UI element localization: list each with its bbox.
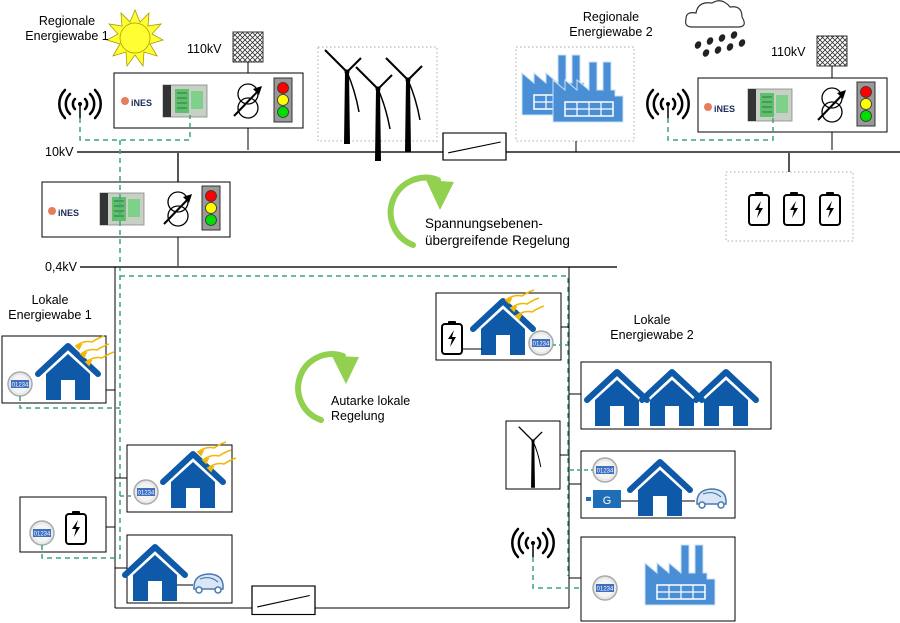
substation-local xyxy=(41,181,231,238)
industrial-park xyxy=(515,46,635,142)
traffic-light-icon xyxy=(856,81,876,127)
wind-turbine-local xyxy=(505,420,561,490)
controller-icon xyxy=(747,88,793,122)
generator-label: G xyxy=(603,495,612,507)
rain-cloud-icon xyxy=(685,0,746,57)
sun-icon xyxy=(105,8,165,68)
region-label-line2: Energiewabe 2 xyxy=(610,328,694,342)
traffic-light-icon xyxy=(273,77,293,123)
antenna-icon xyxy=(646,88,690,120)
house-with-ev xyxy=(125,534,233,603)
traffic-light-icon xyxy=(201,185,221,231)
region-label-line2: Energiewabe 1 xyxy=(25,29,109,43)
control-label-line2: übergreifende Regelung xyxy=(425,233,570,248)
region-label-regional-2: Regionale Energiewabe 2 xyxy=(566,10,656,40)
voltage-label-110kv-2: 110kV xyxy=(771,45,806,59)
voltage-label-110kv-1: 110kV xyxy=(187,42,222,56)
controller-icon xyxy=(162,84,208,118)
factory-local xyxy=(580,536,736,622)
region-label-local-2: Lokale Energiewabe 2 xyxy=(604,313,700,343)
substation-regional-2 xyxy=(697,77,888,133)
region-label-local-1: Lokale Energiewabe 1 xyxy=(2,293,98,323)
substation-regional-1 xyxy=(113,72,304,129)
region-label-line1: Regionale xyxy=(582,10,640,24)
coupling-switch-10kv[interactable] xyxy=(442,132,507,161)
battery-storage-local-1 xyxy=(19,496,107,553)
prosumer-house-pv-1 xyxy=(1,335,115,404)
control-label-line2: Regelung xyxy=(331,409,385,423)
antenna-icon xyxy=(511,527,555,559)
control-label-line1: Autarke lokale xyxy=(331,394,411,408)
residential-block xyxy=(580,361,772,430)
prosumer-house-pv-2 xyxy=(126,441,237,513)
house-generator-ev: G xyxy=(580,450,736,518)
control-label-cross-level: Spannungsebenen- übergreifende Regelung xyxy=(425,215,570,249)
battery-storage xyxy=(725,171,854,242)
controller-icon xyxy=(99,192,145,226)
control-label-local: Autarke lokale Regelung xyxy=(331,394,410,424)
antenna-icon xyxy=(58,88,102,120)
generator-icon: G xyxy=(586,490,621,508)
voltage-label-10kv: 10kV xyxy=(45,145,74,159)
region-label-line2: Energiewabe 1 xyxy=(8,308,92,322)
coupling-switch-04kv[interactable] xyxy=(251,585,316,616)
prosumer-house-pv-battery xyxy=(435,289,562,361)
region-label-line2: Energiewabe 2 xyxy=(569,25,653,39)
wind-park xyxy=(317,46,438,162)
region-label-line1: Lokale xyxy=(633,313,671,327)
region-label-regional-1: Regionale Energiewabe 1 xyxy=(22,14,112,44)
control-label-line1: Spannungsebenen- xyxy=(425,216,543,231)
hv-grid-symbol-1 xyxy=(232,31,264,63)
region-label-line1: Lokale xyxy=(31,293,69,307)
voltage-label-04kv: 0,4kV xyxy=(45,260,77,274)
region-label-line1: Regionale xyxy=(38,14,96,28)
control-loop-arrow-local xyxy=(295,351,359,423)
hv-grid-symbol-2 xyxy=(816,35,848,67)
control-loop-arrow-cross-level xyxy=(387,174,454,248)
